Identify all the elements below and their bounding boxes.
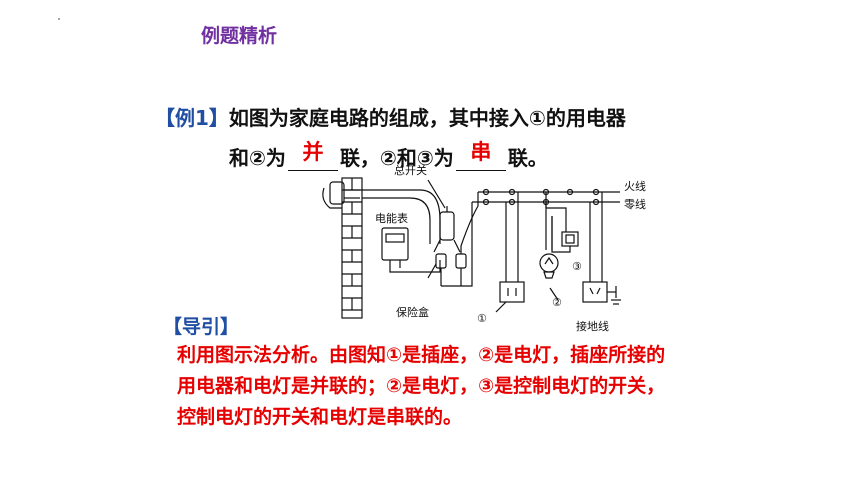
question-line-2: 和②为并联，②和③为串联。 [229, 140, 548, 171]
brick-wall [341, 177, 363, 319]
answer-blank-2: 串 [455, 140, 506, 171]
wall-insulator [322, 181, 360, 209]
corner-dot [58, 18, 60, 20]
question-text-2b: 联，②和③为 [339, 146, 454, 170]
label-live-wire: 火线 [624, 179, 646, 193]
guide-body: 利用图示法分析。由图知①是插座，②是电灯，插座所接的用电器和电灯是并联的；②是电… [177, 344, 666, 428]
grounded-socket-icon [582, 192, 621, 305]
label-mark-3: ③ [572, 260, 582, 273]
label-neutral-wire: 零线 [624, 197, 646, 211]
guide-heading: 【导引】 [163, 316, 240, 338]
question-text-1: 如图为家庭电路的组成，其中接入①的用电器 [228, 106, 626, 130]
label-mark-1: ① [477, 312, 487, 325]
meter-icon [381, 227, 409, 268]
question-text-2a: 和②为 [229, 146, 286, 170]
label-meter: 电能表 [375, 211, 408, 225]
main-switch-icon [427, 179, 461, 253]
label-mark-2: ② [552, 296, 562, 309]
household-circuit-diagram: 总开关 电能表 火线 零线 保险盒 接地线 ① ② ③ [322, 163, 646, 333]
answer-1: 并 [302, 140, 324, 164]
label-fuse-box: 保险盒 [396, 305, 429, 319]
socket-icon [499, 192, 525, 303]
section-title: 例题精析 [201, 25, 278, 47]
fuse-box-icon [427, 253, 467, 286]
question-line-1: 【例1】如图为家庭电路的组成，其中接入①的用电器 [155, 102, 626, 131]
light-switch-icon [545, 192, 579, 253]
label-main-switch: 总开关 [394, 163, 427, 177]
question-label: 【例1】 [155, 106, 229, 130]
question-text-2c: 联。 [507, 146, 548, 170]
label-ground-wire: 接地线 [576, 319, 609, 333]
lamp-icon [539, 202, 559, 279]
answer-blank-1: 并 [287, 140, 338, 171]
answer-2: 串 [470, 140, 492, 164]
